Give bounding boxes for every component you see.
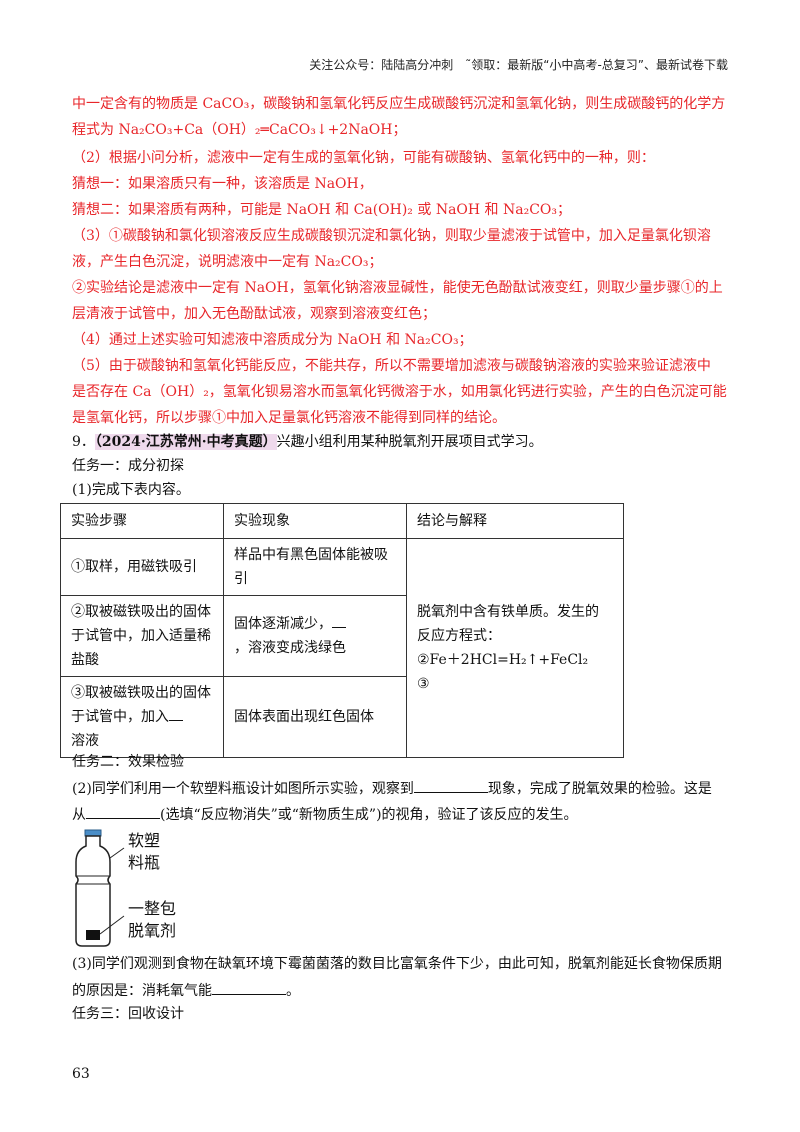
figure-label: 一整包 [128, 899, 177, 918]
table-row: ①取样，用磁铁吸引 样品中有黑色固体能被吸引 脱氧剂中含有铁单质。发生的 反应方… [60, 538, 624, 758]
plastic-bottle-icon [75, 829, 125, 947]
question-text: 的原因是：消耗氧气能 [72, 983, 212, 999]
step-cell: ③取被磁铁吸出的固体 于试管中，加入 溶液 [60, 676, 224, 758]
phenomenon-cell: 固体表面出现红色固体 [223, 676, 407, 758]
conclusion-line: 反应方程式： [417, 628, 501, 644]
answer-line: （4）通过上述实验可知滤液中溶质成分为 NaOH 和 Na₂CO₃； [72, 332, 473, 348]
conclusion-equation: ②Fe＋2HCl=H₂↑+FeCl₂ [417, 652, 589, 668]
question-stem: 兴趣小组利用某种脱氧剂开展项目式学习。 [276, 434, 543, 450]
sub-question-3-line1: (3)同学们观测到食物在缺氧环境下霉菌菌落的数目比富氧条件下少，由此可知，脱氧剂… [72, 956, 722, 972]
step-line: ②取被磁铁吸出的固体 [71, 604, 211, 620]
answer-line: 猜想一：如果溶质只有一种，该溶质是 NaOH， [72, 176, 373, 192]
table-row: ②取被磁铁吸出的固体 于试管中，加入适量稀 盐酸 固体逐渐减少， ，溶液变成浅绿… [60, 595, 624, 677]
sub-question-3-line2: 的原因是：消耗氧气能 。 [72, 980, 300, 1001]
question-number: 9． [72, 434, 95, 450]
question-text: 现象，完成了脱氧效果的检验。这是 [487, 781, 712, 797]
table-row: ③取被磁铁吸出的固体 于试管中，加入 溶液 固体表面出现红色固体 [60, 676, 624, 758]
step-cell: ①取样，用磁铁吸引 [60, 538, 224, 596]
answer-line: 是氢氧化钙，所以步骤①中加入足量氯化钙溶液不能得到同样的结论。 [72, 410, 506, 426]
table-header-row: 实验步骤 实验现象 结论与解释 [60, 503, 624, 539]
question-9-stem: 9．（2024·江苏常州·中考真题）兴趣小组利用某种脱氧剂开展项目式学习。 [72, 432, 543, 452]
answer-line: （5）由于碳酸钠和氢氧化钙能反应，不能共存，所以不需要增加滤液与碳酸钠溶液的实验… [72, 358, 711, 374]
step-cell: ②取被磁铁吸出的固体 于试管中，加入适量稀 盐酸 [60, 595, 224, 677]
step-line: 盐酸 [71, 652, 99, 668]
question-text: (2)同学们利用一个软塑料瓶设计如图所示实验，观察到 [72, 781, 414, 797]
answer-blank[interactable] [332, 613, 346, 628]
table-header-cell: 实验步骤 [60, 503, 224, 539]
question-text: 从 [72, 807, 86, 823]
table-header-cell: 结论与解释 [406, 503, 624, 539]
question-text: (选填“反应物消失”或“新物质生成”)的视角，验证了该反应的发生。 [160, 807, 578, 823]
answer-line: （3）①碳酸钠和氯化钡溶液反应生成碳酸钡沉淀和氯化钠，则取少量滤液于试管中，加入… [72, 228, 711, 244]
phenomenon-text: 固体逐渐减少， [234, 616, 332, 632]
conclusion-line: ③ [417, 676, 430, 692]
answer-line: （2）根据小问分析，滤液中一定有生成的氢氧化钠，可能有碳酸钠、氢氧化钙中的一种，… [72, 150, 655, 166]
step-line: 于试管中，加入适量稀 [71, 628, 211, 644]
page-header: 关注公众号：陆陆高分冲刺 ˜领取：最新版“小中高考-总复习”、最新试卷下载 [309, 58, 728, 72]
task-3-title: 任务三：回收设计 [72, 1006, 184, 1022]
task-1-title: 任务一：成分初探 [72, 458, 184, 474]
sub-question-2-line2: 从 (选填“反应物消失”或“新物质生成”)的视角，验证了该反应的发生。 [72, 804, 578, 825]
answer-line: 液，产生白色沉淀，说明滤液中一定有 Na₂CO₃； [72, 254, 383, 270]
answer-blank[interactable] [86, 804, 160, 819]
conclusion-cell: 脱氧剂中含有铁单质。发生的 反应方程式： ②Fe＋2HCl=H₂↑+FeCl₂ … [406, 538, 624, 758]
sub-question-1: (1)完成下表内容。 [72, 482, 190, 498]
figure-label: 料瓶 [128, 853, 161, 872]
answer-line: ②实验结论是滤液中一定有 NaOH，氢氧化钠溶液显碱性，能使无色酚酞试液变红，则… [72, 280, 723, 296]
bottle-figure: 软塑 料瓶 一整包 脱氧剂 [68, 828, 208, 950]
figure-label: 软塑 [128, 831, 161, 850]
step-line: 于试管中，加入 [71, 709, 169, 725]
step-line: 溶液 [71, 733, 99, 749]
source-tag: （2024·江苏常州·中考真题） [94, 434, 277, 450]
figure-label: 脱氧剂 [128, 921, 177, 940]
phenomenon-cell: 固体逐渐减少， ，溶液变成浅绿色 [223, 595, 407, 677]
task-2-title: 任务二：效果检验 [72, 754, 184, 770]
answer-line: 中一定含有的物质是 CaCO₃，碳酸钠和氢氧化钙反应生成碳酸钙沉淀和氢氧化钠，则… [72, 96, 726, 112]
answer-line: 程式为 Na₂CO₃+Ca（OH）₂═CaCO₃↓+2NaOH； [72, 122, 407, 138]
question-text: 。 [286, 983, 300, 999]
answer-blank[interactable] [169, 706, 183, 721]
answer-line: 是否存在 Ca（OH）₂，氢氧化钡易溶水而氢氧化钙微溶于水，如用氯化钙进行实验，… [72, 384, 727, 400]
sub-question-2-line1: (2)同学们利用一个软塑料瓶设计如图所示实验，观察到 现象，完成了脱氧效果的检验。… [72, 778, 712, 799]
answer-line: 猜想二：如果溶质有两种，可能是 NaOH 和 Ca(OH)₂ 或 NaOH 和 … [72, 202, 572, 218]
answer-blank[interactable] [212, 980, 286, 995]
table-header-cell: 实验现象 [223, 503, 407, 539]
phenomenon-text: ，溶液变成浅绿色 [234, 640, 346, 656]
page-number: 63 [72, 1066, 90, 1082]
answer-blank[interactable] [413, 778, 488, 793]
step-line: ③取被磁铁吸出的固体 [71, 685, 211, 701]
conclusion-line: 脱氧剂中含有铁单质。发生的 [417, 604, 599, 620]
answer-line: 层清液于试管中，加入无色酚酞试液，观察到溶液变红色； [72, 306, 436, 322]
experiment-table: 实验步骤 实验现象 结论与解释 ①取样，用磁铁吸引 样品中有黑色固体能被吸引 脱… [60, 503, 624, 758]
phenomenon-cell: 样品中有黑色固体能被吸引 [223, 538, 407, 596]
